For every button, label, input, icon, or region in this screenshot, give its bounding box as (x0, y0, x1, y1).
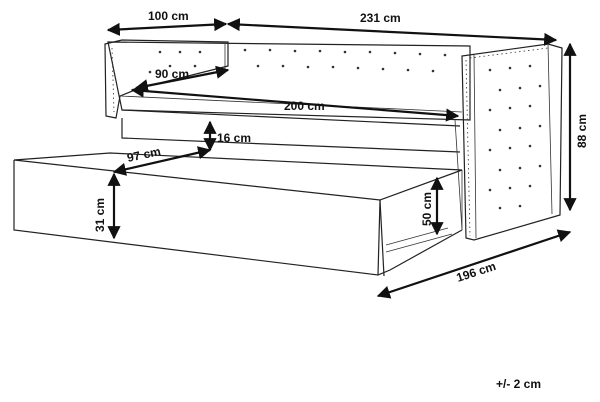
dim-seat-height: 50 cm (420, 192, 434, 226)
dim-trundle-gap: 16 cm (217, 131, 251, 145)
trundle-drawer (13, 152, 463, 201)
daybed-drawing (13, 39, 563, 277)
dim-seat-depth: 90 cm (155, 67, 189, 81)
dim-total-height: 88 cm (575, 114, 589, 148)
dimension-lines (106, 17, 577, 299)
dim-arm-width: 100 cm (148, 9, 189, 23)
dim-trundle-height: 31 cm (93, 198, 107, 232)
dim-mattress-length: 200 cm (284, 99, 325, 113)
arm-tufting (488, 64, 542, 210)
right-arm (461, 43, 563, 241)
tolerance-note: +/- 2 cm (496, 377, 541, 391)
dim-trundle-depth: 97 cm (126, 144, 162, 165)
backrest-tufting (148, 48, 447, 74)
dim-total-length: 231 cm (360, 11, 401, 25)
nailhead-trim (111, 47, 549, 237)
